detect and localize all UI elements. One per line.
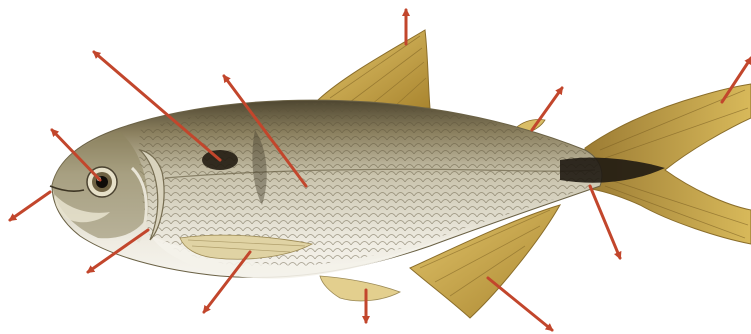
dorsal-fin <box>318 30 430 108</box>
pelvic-fin <box>320 276 400 301</box>
arrow-anal-fin <box>488 278 552 330</box>
arrow-adipose-fin <box>532 88 562 130</box>
arrow-caudal-peduncle <box>590 186 620 258</box>
arrow-mouth <box>10 192 50 220</box>
